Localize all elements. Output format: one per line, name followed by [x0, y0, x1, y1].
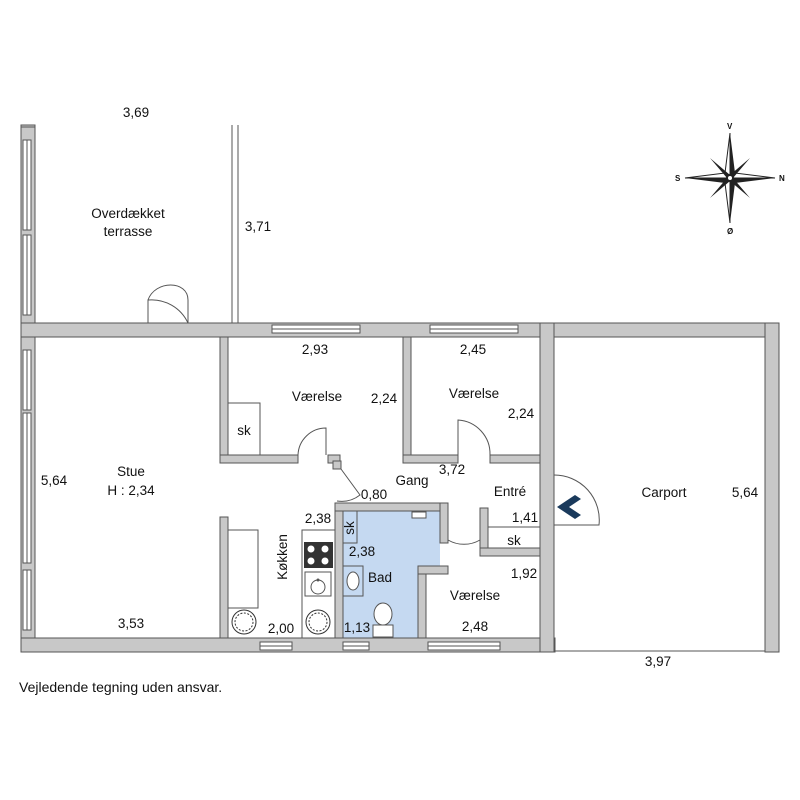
dim-terrace-width: 3,69 [123, 105, 149, 120]
dim-carport-depth: 5,64 [732, 485, 759, 500]
dim-bedroom-2-depth: 2,24 [508, 406, 535, 421]
kitchen-fixtures [227, 529, 336, 639]
closet-3-outline [487, 526, 541, 549]
disclaimer-text: Vejledende tegning uden ansvar. [19, 679, 223, 695]
bedroom-3-door [447, 508, 481, 545]
closet-2-outline [342, 510, 358, 544]
dim-bedroom-1-width: 2,93 [302, 342, 328, 357]
bedroom-1-door [297, 427, 327, 456]
windows [22, 139, 519, 651]
compass-north: N [779, 174, 785, 183]
closet-1-label: sk [237, 423, 251, 438]
room-hall: Gang [395, 473, 428, 488]
room-bedroom-2: Værelse [449, 386, 499, 401]
interior-walls [219, 336, 541, 639]
doors [147, 284, 600, 545]
closet-2-label: sk [342, 521, 357, 535]
compass-east: Ø [727, 227, 733, 236]
compass-icon: V Ø S N [675, 122, 785, 236]
dim-living-depth: 5,64 [41, 473, 68, 488]
compass-west: V [727, 122, 733, 131]
appliance-fan-icon [231, 609, 257, 635]
dim-hall-width: 0,80 [361, 487, 387, 502]
dim-living-width: 3,53 [118, 616, 144, 631]
room-entrance: Entré [494, 484, 526, 499]
shower-icon [411, 511, 427, 519]
entrance-door [553, 474, 600, 526]
dim-terrace-depth: 3,71 [245, 219, 271, 234]
closet-1-outline [227, 402, 261, 456]
room-bedroom-1: Værelse [292, 389, 342, 404]
room-bath: Bad [368, 570, 392, 585]
room-kitchen: Køkken [275, 534, 290, 580]
room-terrace-line1: Overdækket [91, 206, 165, 221]
room-carport: Carport [641, 485, 686, 500]
dim-entrance-width: 1,41 [512, 510, 538, 525]
dim-bath-width: 2,38 [349, 544, 375, 559]
dim-bedroom-3-depth: 1,92 [511, 566, 537, 581]
sink-icon [304, 571, 332, 597]
entrance-arrow-icon [557, 495, 581, 519]
dim-hall-length: 3,72 [439, 462, 465, 477]
terrace-door [147, 299, 189, 324]
room-living-name: Stue [117, 464, 145, 479]
dim-kitchen-width: 2,00 [268, 621, 294, 636]
room-living-height: H : 2,34 [107, 483, 155, 498]
bedroom-2-door [457, 419, 491, 456]
washbasin-icon [346, 571, 360, 591]
dim-bedroom-1-depth: 2,24 [371, 391, 398, 406]
dim-bath-depth: 1,13 [344, 620, 370, 635]
dim-bedroom-2-width: 2,45 [460, 342, 486, 357]
bath-fixtures [342, 511, 427, 638]
closet-3-label: sk [507, 533, 521, 548]
appliance-fan-icon-2 [305, 609, 331, 635]
dim-carport-width: 3,97 [645, 654, 671, 669]
compass-south: S [675, 174, 681, 183]
room-bedroom-3: Værelse [450, 588, 500, 603]
dim-bedroom-3-width: 2,48 [462, 619, 488, 634]
toilet-icon [373, 602, 393, 626]
hall-door [336, 468, 361, 502]
dim-kitchen-top: 2,38 [305, 511, 331, 526]
room-terrace-line2: terrasse [104, 224, 153, 239]
bath-floor [342, 511, 440, 638]
